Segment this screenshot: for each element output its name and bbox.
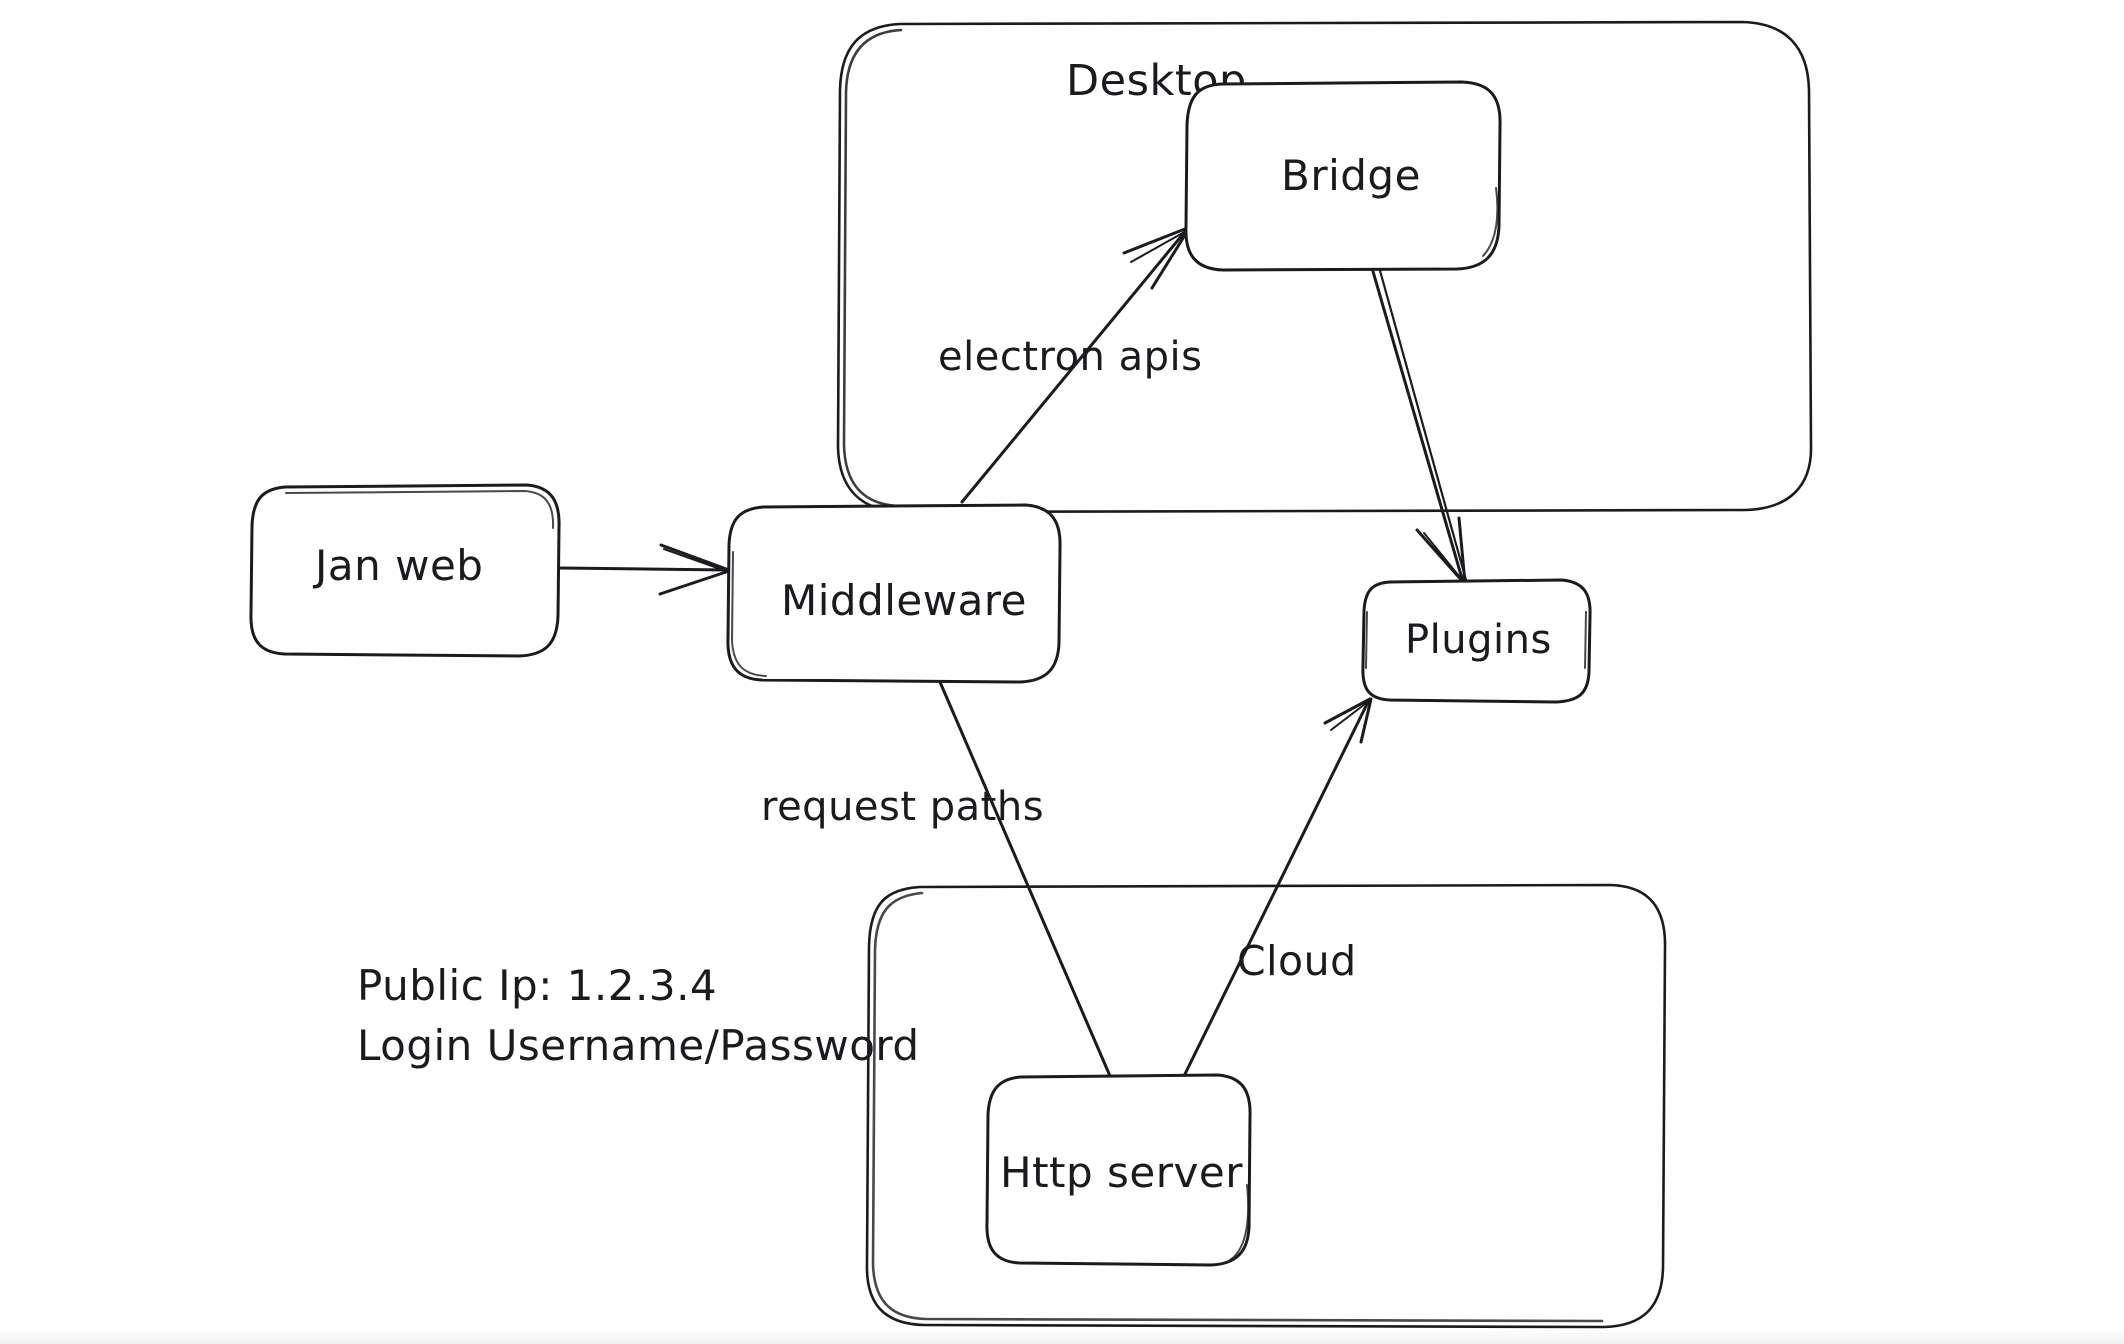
plugins-box-outline: [1361, 578, 1592, 704]
edge-middleware-httpserver-line: [938, 680, 1112, 1078]
edge-bridge-plugins-line-b: [1377, 265, 1468, 582]
edge-janweb-to-middleware[interactable]: [558, 543, 731, 596]
edge-middleware-bridge-arrowhead-left: [1122, 225, 1192, 255]
edge-janweb-middleware-line: [558, 566, 729, 572]
jan-web-box-outline: [249, 483, 561, 658]
middleware-box-outline: [726, 503, 1062, 684]
container-cloud[interactable]: Cloud: [865, 883, 1667, 1329]
edge-bridge-plugins-line: [1370, 266, 1465, 584]
plugins-box-outline-second-stroke: [1365, 611, 1587, 669]
middleware-label: Middleware: [781, 576, 1027, 625]
edge-httpserver-plugins-line: [1183, 698, 1371, 1076]
middleware-box-outline-second-stroke: [731, 551, 767, 677]
edge-httpserver-plugins-arrowhead-lower-b: [1330, 700, 1370, 731]
edge-label-electron-apis: electron apis: [938, 334, 1202, 380]
edge-bridge-to-plugins[interactable]: [1370, 265, 1468, 585]
edge-bridge-plugins-arrowhead-left-b: [1423, 532, 1464, 582]
node-http-server[interactable]: Http server: [985, 1073, 1252, 1267]
cloud-container-outline-second-stroke: [871, 891, 1604, 1323]
edge-bridge-plugins-arrowhead-right: [1457, 516, 1467, 585]
note-login-credentials: Login Username/Password: [357, 1021, 920, 1070]
jan-web-box-outline-second-stroke: [285, 490, 555, 529]
edge-middleware-bridge-arrowhead-right: [1150, 225, 1192, 290]
edge-middleware-to-bridge[interactable]: electron apis: [938, 225, 1202, 504]
node-jan-web[interactable]: Jan web: [249, 483, 561, 658]
note-public-ip: Public Ip: 1.2.3.4: [357, 961, 717, 1010]
cloud-container-label: Cloud: [1237, 937, 1357, 985]
http-server-label: Http server: [1000, 1148, 1243, 1197]
http-server-box-outline-second-stroke: [1229, 1184, 1250, 1261]
jan-web-label: Jan web: [312, 541, 483, 590]
edge-httpserver-to-plugins[interactable]: [1183, 697, 1373, 1076]
edge-httpserver-plugins-arrowhead-lower: [1323, 697, 1372, 725]
edge-middleware-to-httpserver[interactable]: request paths: [761, 680, 1112, 1078]
notes-block: Public Ip: 1.2.3.4 Login Username/Passwo…: [357, 961, 920, 1070]
edge-middleware-bridge-arrowhead-left-b: [1130, 229, 1189, 263]
plugins-label: Plugins: [1405, 617, 1552, 663]
bridge-box-outline: [1184, 80, 1502, 272]
http-server-box-outline: [985, 1073, 1252, 1267]
edge-janweb-middleware-arrowhead-lower: [658, 569, 731, 596]
bridge-label: Bridge: [1281, 151, 1421, 200]
bridge-box-outline-second-stroke: [1482, 187, 1499, 257]
node-middleware[interactable]: Middleware: [726, 503, 1062, 684]
edge-janweb-middleware-arrowhead-upper: [659, 543, 731, 572]
edge-janweb-middleware-arrowhead-upper-b: [663, 548, 727, 572]
node-bridge[interactable]: Bridge: [1184, 80, 1502, 272]
desktop-container-outline-second-stroke: [842, 28, 903, 508]
node-plugins[interactable]: Plugins: [1361, 578, 1592, 704]
edge-httpserver-plugins-arrowhead-right: [1359, 697, 1373, 744]
edge-label-request-paths: request paths: [761, 784, 1044, 830]
edge-middleware-bridge-line: [960, 226, 1190, 504]
